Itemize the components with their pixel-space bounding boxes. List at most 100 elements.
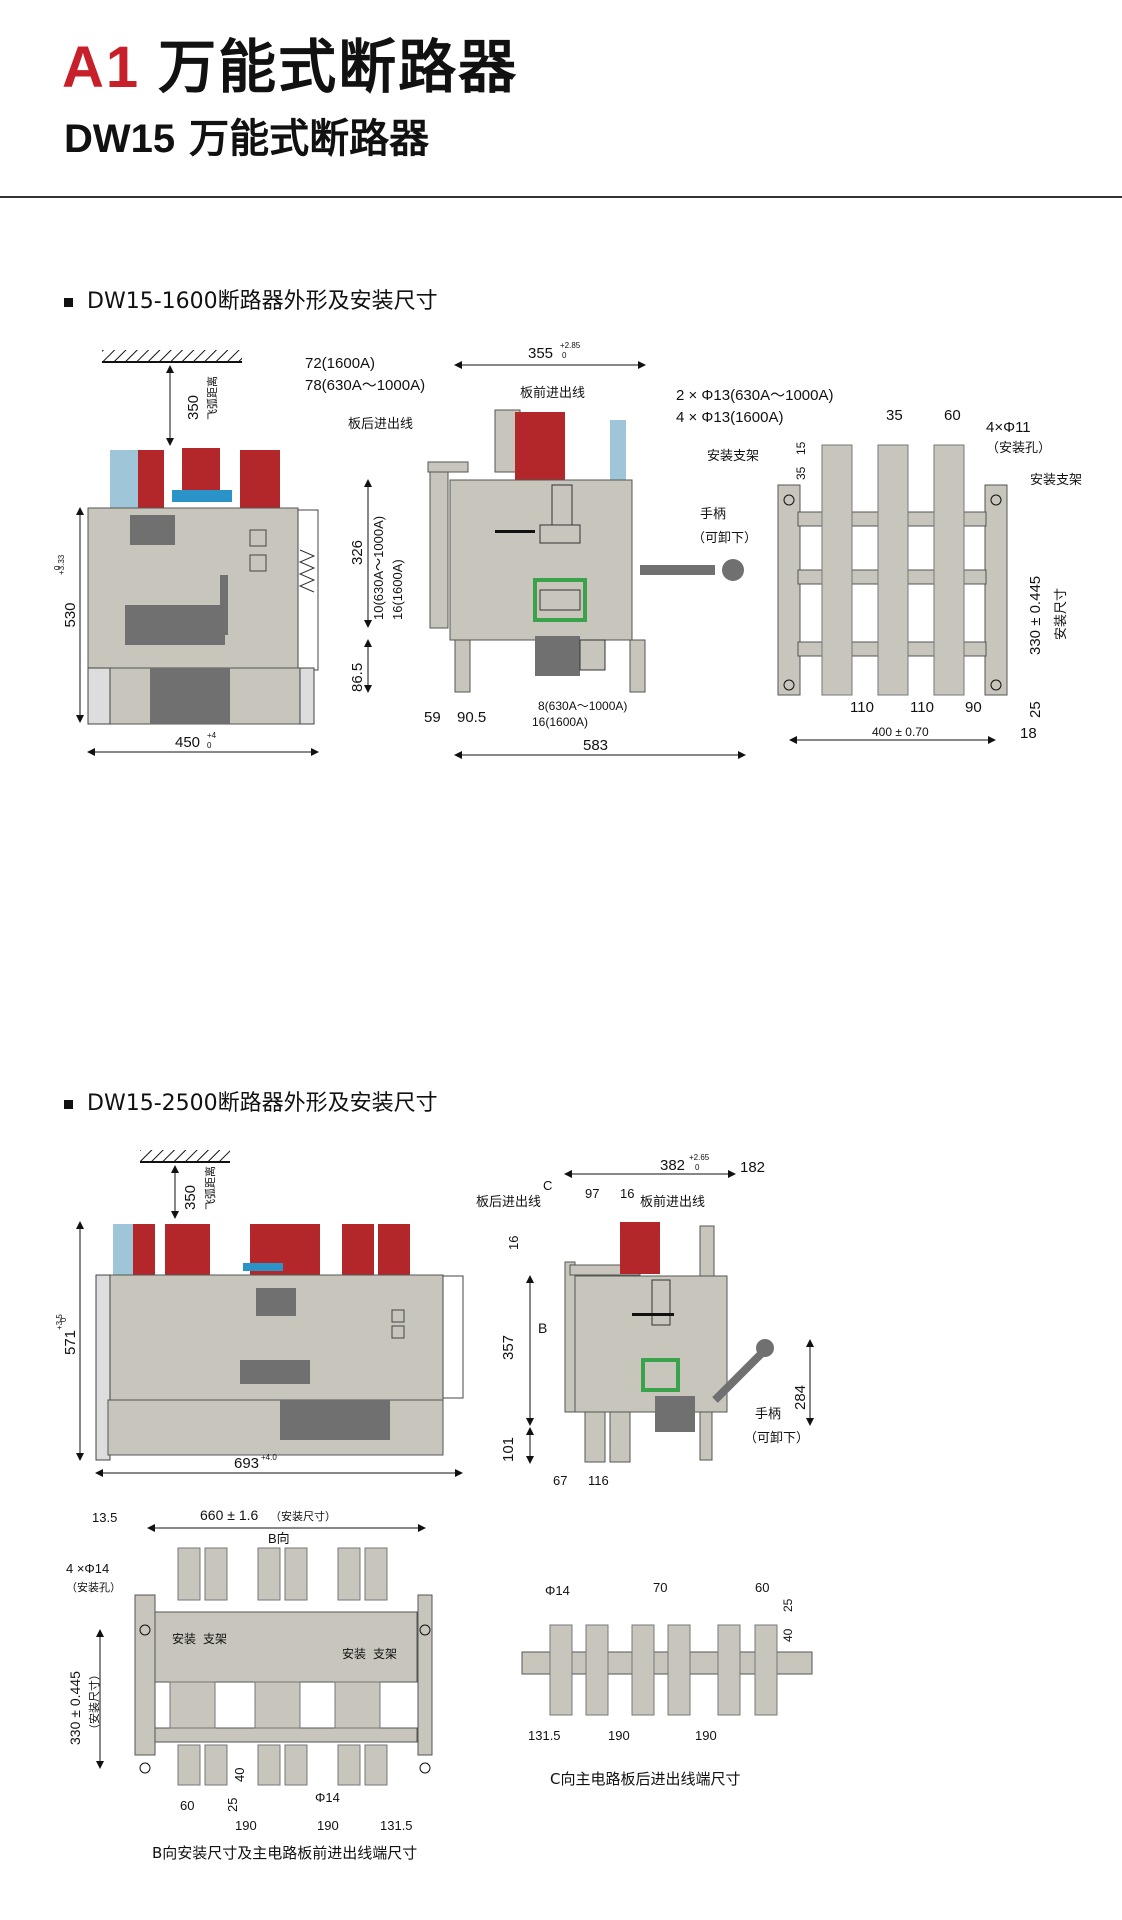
page-subtitle: DW15 万能式断路器 (64, 106, 429, 164)
s2-handle-note: （可卸下） (744, 1430, 809, 1445)
s1-w400: 400 ± 0.70 (872, 725, 929, 739)
s1-width-tol2: 0 (207, 741, 212, 750)
s2-rear-terminal: 板后进出线 (476, 1194, 541, 1209)
s1-h330-note: 安装尺寸 (1053, 588, 1068, 640)
s2-depth-tol: +2.65 (689, 1153, 710, 1162)
s1-depth: 355 (528, 345, 553, 362)
s2-depth-tol2: 0 (695, 1163, 700, 1172)
s2c-phi14: Φ14 (545, 1583, 570, 1598)
s2b-w660-note: （安装尺寸） (270, 1509, 336, 1523)
s2-b-view: 13.5 660 ± 1.6 （安装尺寸） B向 4 ×Φ14 （安装孔） 安装… (66, 1507, 433, 1833)
s2b-d40: 40 (232, 1768, 247, 1782)
s2b-hole: 4 ×Φ14 (66, 1561, 109, 1576)
s2b-d190a: 190 (235, 1818, 257, 1833)
s2b-h330: 330 ± 0.445 (67, 1671, 83, 1745)
s1-h10: 10(630A～1000A) (371, 516, 386, 620)
s1-d35b: 35 (794, 466, 808, 480)
s2c-d40: 40 (781, 1628, 795, 1642)
s2b-b-dir: B向 (268, 1531, 290, 1546)
s2-h357: 357 (500, 1335, 517, 1360)
s2-handle: 手柄 (755, 1406, 781, 1421)
catalog-title: 万能式断路器 (158, 33, 519, 101)
s1-bracket-l: 安装支架 (707, 448, 759, 463)
s1-height-tol: +3.33 (57, 554, 66, 575)
s1-w905: 90.5 (457, 709, 486, 726)
s2-b-view-caption: B向安装尺寸及主电路板前进出线端尺寸 (152, 1844, 418, 1862)
s2-b-label: B (538, 1320, 547, 1336)
s1-width: 450 (175, 734, 200, 751)
s1-hole-mount-note: （安装孔） (986, 440, 1051, 455)
s1-width-tol: +4 (207, 731, 217, 740)
s1-front-terminal: 板前进出线 (520, 385, 585, 400)
s1-height-tol2: 0 (53, 565, 62, 570)
s2-width-tol: +4.0 (261, 1453, 277, 1462)
s2-front-terminal: 板前进出线 (640, 1194, 705, 1209)
s1-d18: 18 (1020, 725, 1037, 742)
s2b-bracket2b: 支架 (373, 1647, 397, 1661)
s2-side-view: C 382 +2.65 0 182 97 16 板后进出线 板前进出线 16 B… (476, 1153, 814, 1488)
s2b-d190b: 190 (317, 1818, 339, 1833)
s1-d60: 60 (944, 407, 961, 424)
s2c-d190a: 190 (608, 1728, 630, 1743)
s2-d182: 182 (740, 1159, 765, 1176)
s2b-bracket2: 安装 (342, 1646, 366, 1661)
s2-width: 693 (234, 1455, 259, 1472)
catalog-code: A1 (62, 35, 141, 100)
s2-w67: 67 (553, 1473, 567, 1488)
s1-mount-view: 2 × Φ13(630A～1000A) 4 × Φ13(1600A) 35 60… (676, 387, 1082, 744)
s1-hole-mount: 4×Φ11 (986, 419, 1031, 436)
s1-w16: 16(1600A) (532, 715, 588, 729)
s2c-d1315: 131.5 (528, 1728, 561, 1743)
s2-arc-dist: 350 (182, 1185, 199, 1210)
subtitle-text: 万能式断路器 (189, 116, 430, 162)
s1-handle-note: （可卸下） (692, 530, 757, 545)
bullet-icon (64, 1099, 73, 1109)
s1-w59: 59 (424, 709, 441, 726)
s2-height-tol2: 0 (59, 1317, 68, 1322)
s1-side-view: 355 +2.85 0 72(1600A) 78(630A～1000A) 板前进… (305, 341, 757, 759)
s2-d16a: 16 (620, 1186, 634, 1201)
s1-h326: 326 (349, 540, 366, 565)
s2-height-tol: +3.5 (55, 1314, 64, 1330)
s1-d25: 25 (1027, 701, 1044, 718)
header-divider (0, 196, 1122, 198)
s1-w583: 583 (583, 737, 608, 754)
s1-h330: 330 ± 0.445 (1027, 576, 1044, 655)
s1-d78: 78(630A～1000A) (305, 377, 425, 394)
s2-h284: 284 (792, 1385, 809, 1410)
s1-d15: 15 (794, 441, 808, 455)
s2b-d1315: 131.5 (380, 1818, 413, 1833)
s2c-d190b: 190 (695, 1728, 717, 1743)
s2c-d70: 70 (653, 1580, 667, 1595)
s1-handle: 手柄 (700, 506, 726, 521)
s1-height: 530 (62, 602, 79, 627)
s1-d90: 90 (965, 699, 982, 716)
s1-arc-label: 飞弧距离 (205, 376, 219, 420)
s2b-bracket1b: 支架 (203, 1632, 227, 1646)
s2-height: 571 (62, 1330, 79, 1355)
s2-depth: 382 (660, 1157, 685, 1174)
s1-h16: 16(1600A) (390, 559, 405, 620)
section1-heading: DW15-1600断路器外形及安装尺寸 (64, 283, 438, 315)
s1-depth-tol: +2.85 (560, 341, 581, 350)
s1-arc-dist: 350 (185, 395, 202, 420)
s2b-d60: 60 (180, 1798, 194, 1813)
s2-d97: 97 (585, 1186, 599, 1201)
s1-d110b: 110 (910, 699, 934, 716)
s2-arc-label: 飞弧距离 (203, 1166, 217, 1210)
s2-d16b: 16 (506, 1236, 521, 1250)
page-title: A1 万能式断路器 (62, 20, 518, 104)
s1-front-view: 350 飞弧距离 530 +3.33 0 450 +4 0 (53, 350, 319, 756)
s1-hole2: 2 × Φ13(630A～1000A) (676, 387, 834, 404)
s1-d110a: 110 (850, 699, 874, 716)
s2-w116: 116 (588, 1473, 609, 1488)
s2-c-label: C (543, 1178, 552, 1193)
s2b-w660: 660 ± 1.6 (200, 1507, 258, 1523)
s1-d35a: 35 (886, 407, 903, 424)
s2c-d25: 25 (781, 1598, 795, 1612)
s2b-d135: 13.5 (92, 1510, 117, 1525)
section2-heading: DW15-2500断路器外形及安装尺寸 (64, 1085, 438, 1117)
s2b-phi14: Φ14 (315, 1790, 340, 1805)
s2b-bracket1: 安装 (172, 1631, 196, 1646)
s1-hole4: 4 × Φ13(1600A) (676, 409, 783, 426)
